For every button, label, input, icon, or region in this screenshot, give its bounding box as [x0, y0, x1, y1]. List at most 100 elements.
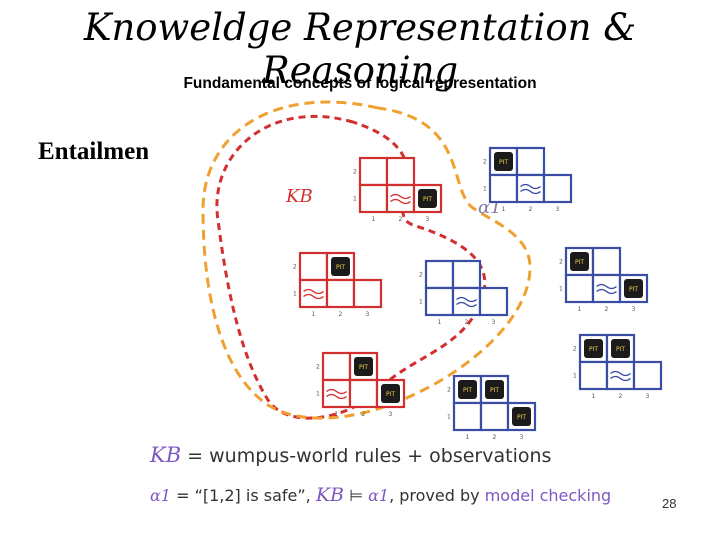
grid-cell — [515, 146, 546, 177]
breeze-icon — [326, 388, 347, 400]
column-number: 3 — [520, 434, 524, 441]
column-number: 1 — [312, 311, 316, 318]
row-number: 1 — [483, 186, 487, 193]
kb-region-boundary — [215, 115, 487, 420]
grid-cell — [298, 251, 329, 282]
grid-cell — [451, 259, 482, 290]
equals-sign: = — [181, 445, 209, 467]
pit-icon — [624, 279, 643, 298]
breeze-icon — [303, 288, 324, 300]
row-number: 1 — [559, 286, 563, 293]
column-number: 1 — [578, 306, 582, 313]
pit-icon — [354, 357, 373, 376]
grid-cell — [424, 286, 455, 317]
pit-icon — [611, 339, 630, 358]
pit-label: PIT — [359, 364, 368, 371]
pit-label: PIT — [575, 259, 584, 266]
grid-cell — [632, 360, 663, 391]
kb-definition: KB = wumpus-world rules + observations — [149, 443, 551, 467]
column-number: 1 — [438, 319, 442, 326]
grid-cell — [385, 156, 416, 187]
grid-cell — [542, 173, 573, 204]
grid-cell — [479, 401, 510, 432]
column-number: 2 — [465, 319, 469, 326]
pit-icon — [570, 252, 589, 271]
column-number: 2 — [529, 206, 533, 213]
row-number: 2 — [483, 159, 487, 166]
alpha1-symbol: α1 — [150, 486, 171, 505]
grid-cell — [515, 173, 546, 204]
slide-number: 28 — [662, 496, 677, 511]
pit-icon — [418, 189, 437, 208]
row-number: 2 — [293, 264, 297, 271]
breeze-icon — [390, 193, 411, 205]
row-number: 2 — [559, 259, 563, 266]
grid-cell — [321, 351, 352, 382]
row-number: 2 — [316, 364, 320, 371]
grid-cell — [321, 378, 352, 409]
breeze-icon — [596, 283, 617, 295]
column-number: 3 — [646, 393, 650, 400]
kb-entails-symbol: KB — [315, 484, 344, 506]
column-number: 3 — [426, 216, 430, 223]
grid-cell — [358, 183, 389, 214]
formula-comma: , — [306, 486, 316, 505]
grid-cell — [605, 360, 636, 391]
grid-cell — [452, 401, 483, 432]
column-number: 1 — [592, 393, 596, 400]
column-number: 1 — [466, 434, 470, 441]
pit-icon — [512, 407, 531, 426]
grid-cell — [488, 173, 519, 204]
column-number: 2 — [399, 216, 403, 223]
grid-cell — [352, 278, 383, 309]
grid-cell — [348, 378, 379, 409]
alpha1-meaning: “[1,2] is safe” — [195, 486, 306, 505]
pit-icon — [485, 380, 504, 399]
pit-label: PIT — [386, 391, 395, 398]
breeze-icon — [610, 370, 631, 382]
row-number: 1 — [419, 299, 423, 306]
pit-label: PIT — [499, 159, 508, 166]
breeze-icon — [520, 183, 541, 195]
svg-text:KB = wumpus-world rules + obse: KB = wumpus-world rules + observations — [149, 443, 551, 467]
pit-icon — [381, 384, 400, 403]
svg-text:α1 = “[1,2] is safe”, KB ⊨ α1,: α1 = “[1,2] is safe”, KB ⊨ α1, proved by… — [150, 484, 611, 506]
grid-cell — [424, 259, 455, 290]
pit-label: PIT — [517, 414, 526, 421]
pit-label: PIT — [629, 286, 638, 293]
pit-label: PIT — [336, 264, 345, 271]
grid-cell — [298, 278, 329, 309]
row-number: 1 — [353, 196, 357, 203]
pit-icon — [331, 257, 350, 276]
slide-subtitle: Fundamental concepts of logical represen… — [183, 75, 537, 92]
pit-icon — [458, 380, 477, 399]
column-number: 2 — [619, 393, 623, 400]
pit-icon — [584, 339, 603, 358]
column-number: 2 — [605, 306, 609, 313]
row-number: 2 — [353, 169, 357, 176]
alpha1-entailed: α1 — [368, 486, 389, 505]
row-number: 2 — [419, 272, 423, 279]
grid-cell — [591, 273, 622, 304]
row-number: 1 — [316, 391, 320, 398]
slide-title: Knoweldge Representation & Reasoning — [83, 6, 637, 92]
grid-cell — [578, 360, 609, 391]
grid-cell — [358, 156, 389, 187]
grid-cell — [451, 286, 482, 317]
grid-cell — [564, 273, 595, 304]
kb-symbol: KB — [149, 443, 181, 467]
pit-label: PIT — [490, 387, 499, 394]
section-label: Entailment — [38, 138, 158, 165]
column-number: 3 — [389, 411, 393, 418]
column-number: 3 — [492, 319, 496, 326]
model-grid-4: 1 2 1 2 3 — [419, 259, 509, 326]
breeze-icon — [456, 296, 477, 308]
pit-label: PIT — [589, 346, 598, 353]
